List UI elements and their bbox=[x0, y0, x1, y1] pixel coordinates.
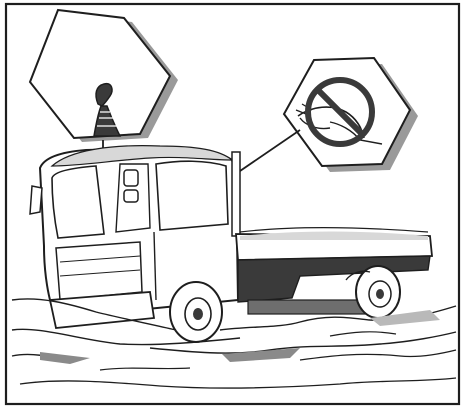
truck-in-snow-icon bbox=[30, 146, 432, 342]
